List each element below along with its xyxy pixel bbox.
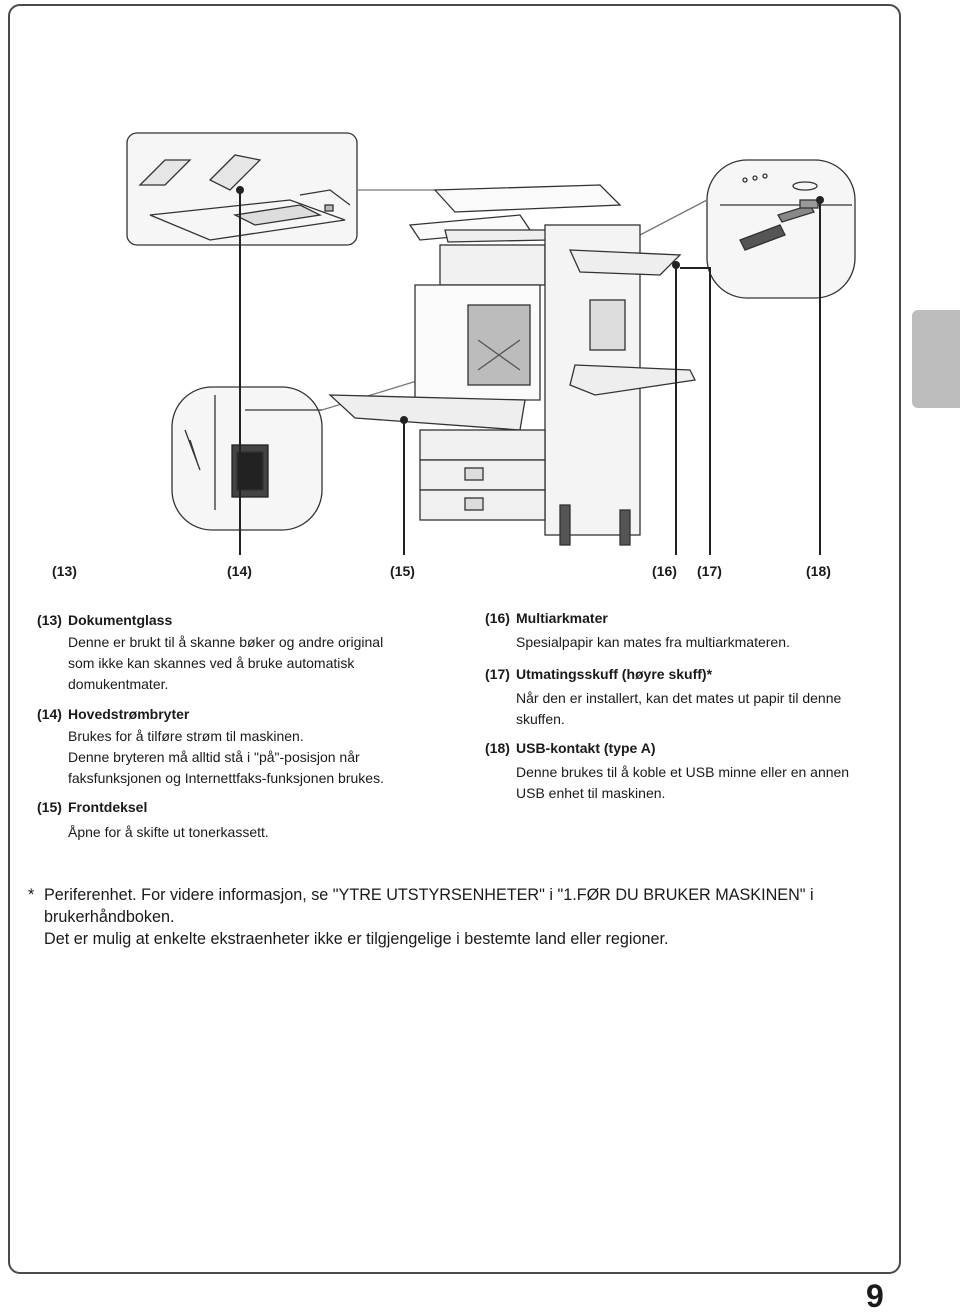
item-body: Denne er brukt til å skanne bøker og and… bbox=[68, 632, 428, 695]
footnote-marker: * bbox=[28, 886, 35, 904]
copier-machine bbox=[328, 184, 696, 546]
body-line: skuffen. bbox=[516, 711, 565, 727]
item-title: Dokumentglass bbox=[68, 612, 173, 628]
callout-18: (18) bbox=[806, 563, 831, 579]
body-line: Denne bryteren må alltid stå i "på"-posi… bbox=[68, 749, 360, 765]
callout-15: (15) bbox=[390, 563, 415, 579]
item-title: Utmatingsskuff (høyre skuff)* bbox=[516, 666, 713, 682]
item-number: (16) bbox=[485, 610, 510, 626]
page-number: 9 bbox=[866, 1278, 884, 1314]
body-line: som ikke kan skannes ved å bruke automat… bbox=[68, 655, 355, 671]
item-number: (14) bbox=[37, 706, 62, 722]
callout-14: (14) bbox=[227, 563, 252, 579]
item-number: (13) bbox=[37, 612, 62, 628]
item-number: (17) bbox=[485, 666, 510, 682]
item-number: (15) bbox=[37, 799, 62, 815]
body-line: USB enhet til maskinen. bbox=[516, 785, 666, 801]
item-body: Spesialpapir kan mates fra multiarkmater… bbox=[516, 632, 896, 653]
body-line: domukentmater. bbox=[68, 676, 169, 692]
footnote: * Periferenhet. For videre informasjon, … bbox=[28, 884, 878, 950]
body-line: faksfunksjonen og Internettfaks-funksjon… bbox=[68, 770, 384, 786]
body-line: Spesialpapir kan mates fra multiarkmater… bbox=[516, 634, 790, 650]
callout-13: (13) bbox=[52, 563, 77, 579]
body-line: Når den er installert, kan det mates ut … bbox=[516, 690, 842, 706]
item-body: Brukes for å tilføre strøm til maskinen.… bbox=[68, 726, 428, 789]
item-title: Multiarkmater bbox=[516, 610, 608, 626]
item-title: Frontdeksel bbox=[68, 799, 148, 815]
callout-16: (16) bbox=[652, 563, 677, 579]
callout-17: (17) bbox=[697, 563, 722, 579]
body-line: Brukes for å tilføre strøm til maskinen. bbox=[68, 728, 304, 744]
item-body: Når den er installert, kan det mates ut … bbox=[516, 688, 896, 730]
item-title: Hovedstrømbryter bbox=[68, 706, 190, 722]
body-line: Denne brukes til å koble et USB minne el… bbox=[516, 764, 850, 780]
chapter-tab bbox=[912, 310, 960, 408]
body-line: Denne er brukt til å skanne bøker og and… bbox=[68, 634, 384, 650]
usb-port-inset bbox=[706, 159, 856, 299]
machine-illustration bbox=[126, 132, 856, 555]
footnote-line: Periferenhet. For videre informasjon, se… bbox=[44, 886, 814, 904]
footnote-line: Det er mulig at enkelte ekstraenheter ik… bbox=[44, 930, 669, 948]
power-switch-inset bbox=[171, 386, 323, 531]
body-line: Åpne for å skifte ut tonerkassett. bbox=[68, 824, 269, 840]
item-title: USB-kontakt (type A) bbox=[516, 740, 656, 756]
item-body: Denne brukes til å koble et USB minne el… bbox=[516, 762, 896, 804]
item-body: Åpne for å skifte ut tonerkassett. bbox=[68, 822, 428, 843]
item-number: (18) bbox=[485, 740, 510, 756]
page-frame bbox=[8, 4, 901, 1274]
callout-leaders bbox=[236, 186, 824, 555]
footnote-line: brukerhåndboken. bbox=[44, 908, 175, 926]
